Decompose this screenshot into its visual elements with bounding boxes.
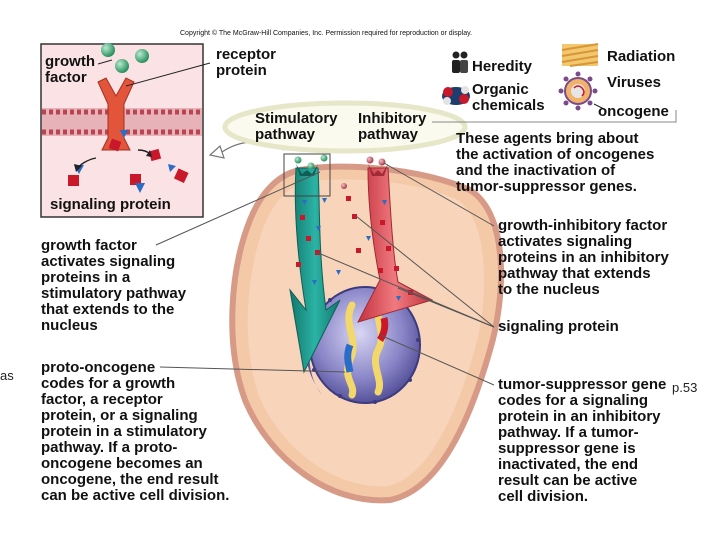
chromosome-right-band [377,317,389,342]
inhibitory-pathway-label: Inhibitory pathway [358,110,427,143]
leader-tumor-suppressor [379,334,495,386]
membrane-zoom-box [283,153,331,197]
stimulatory-factor-ball-1 [294,156,302,164]
proto-oncogene-description: proto-oncogene codes for a growth factor… [41,359,230,504]
leader-signaling-protein-3 [315,251,495,328]
copyright-notice: Copyright © The McGraw-Hill Companies, I… [180,30,473,37]
stimulatory-receptor [296,164,318,176]
organic-chemicals-icon [442,86,470,105]
inhibitory-factor-ball-3 [341,183,347,189]
chromosome-left-band [344,343,354,373]
inset-growth-factor-label: growth factor [45,53,95,86]
stimulatory-factor-ball-3 [320,154,328,162]
agents-bracket [432,110,677,123]
inset-signaling-cascade [68,130,189,193]
heredity-label: Heredity [472,58,533,75]
inhibitory-receptor [368,164,388,176]
signaling-protein-triangles [302,198,401,301]
inset-growth-factor-ball-1 [101,43,115,57]
leader-growth-factor [155,171,321,246]
tumor-suppressor-description: tumor-suppressor gene codes for a signal… [498,376,667,505]
inhibitory-factor-description: growth-inhibitory factor activates signa… [498,217,669,298]
agents-description: These agents bring about the activation … [456,130,655,195]
oncogene-line [593,103,607,111]
inset-growth-factor-line [97,59,113,65]
inset-growth-factor-ball-2 [135,49,149,63]
radiation-icon [561,43,599,67]
zoom-arrow-head [208,144,225,159]
inset-signaling-protein-label: signaling protein [50,196,171,213]
heredity-icon [452,51,468,73]
radiation-label: Radiation [607,48,676,65]
left-edge-fragment: as [0,368,14,383]
oncogene-label: oncogene [598,103,669,120]
signaling-protein-label: signaling protein [498,318,619,335]
right-edge-fragment: p.53 [672,380,698,395]
inhibitory-factor-ball-2 [378,158,386,166]
inhibitory-pathway-arrow [357,167,434,323]
inset-receptor-protein [97,77,135,151]
inset-receptor-line [125,62,211,87]
growth-factor-description: growth factor activates signaling protei… [41,237,187,334]
inset-receptor-protein-label: receptor protein [216,46,277,79]
leader-proto-oncogene [159,366,346,373]
stimulatory-pathway-label: Stimulatory pathway [255,110,338,143]
pathway-label-ellipse [222,100,468,154]
leader-signaling-protein-2 [355,215,495,328]
stimulatory-factor-ball-2 [307,162,315,170]
inset-growth-factor-ball-3 [115,59,129,73]
virus-icon [558,71,598,111]
inhibitory-factor-ball-1 [366,156,374,164]
leader-inhibitory-factor [383,162,495,227]
viruses-label: Viruses [607,74,661,91]
organic-chemicals-label: Organic chemicals [472,81,545,114]
